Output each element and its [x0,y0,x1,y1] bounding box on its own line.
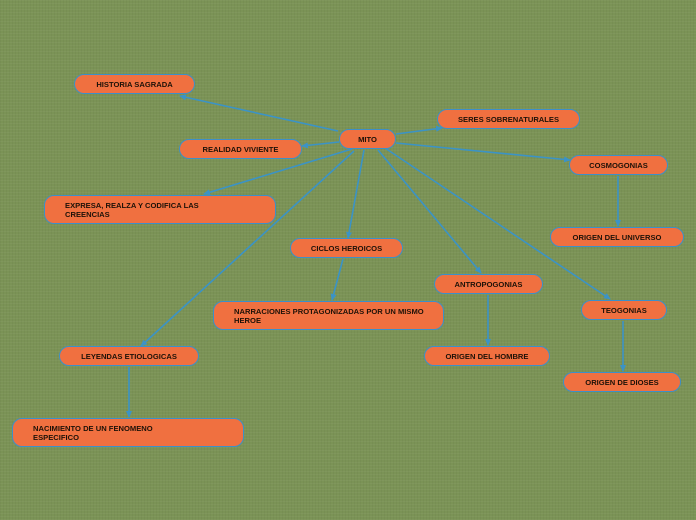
node-antropogonias[interactable]: ANTROPOGONIAS [434,274,543,294]
node-origen-del-universo-label: ORIGEN DEL UNIVERSO [572,232,662,242]
node-seres-sobrenaturales[interactable]: SERES SOBRENATURALES [437,109,580,129]
node-mito-label: MITO [358,134,377,144]
node-leyendas-etiologicas[interactable]: LEYENDAS ETIOLOGICAS [59,346,199,366]
node-historia-sagrada[interactable]: HISTORIA SAGRADA [74,74,195,94]
node-expresa-creencias[interactable]: EXPRESA, REALZA Y CODIFICA LAS CREENCIAS [44,195,276,224]
node-realidad-viviente-label: REALIDAD VIVIENTE [202,144,279,154]
node-narraciones-heroe-label: NARRACIONES PROTAGONIZADAS POR UN MISMO … [234,306,424,325]
node-cosmogonias[interactable]: COSMOGONIAS [569,155,668,175]
node-historia-sagrada-label: HISTORIA SAGRADA [96,79,173,89]
node-seres-sobrenaturales-label: SERES SOBRENATURALES [457,114,560,124]
edge-mito-realidad [301,141,340,149]
edge-mito-expresa [203,148,353,196]
node-teogonias-label: TEOGONIAS [601,305,647,315]
edge-mito-antropogonias [377,149,482,274]
edge-mito-ciclos [346,149,365,239]
node-ciclos-heroicos-label: CICLOS HEROICOS [310,243,383,253]
node-mito[interactable]: MITO [339,129,396,149]
node-ciclos-heroicos[interactable]: CICLOS HEROICOS [290,238,403,258]
node-antropogonias-label: ANTROPOGONIAS [454,279,523,289]
edge-ciclos-narraciones [330,258,344,301]
edge-mito-leyendas [140,150,355,347]
node-origen-del-universo[interactable]: ORIGEN DEL UNIVERSO [550,227,684,247]
node-origen-de-dioses[interactable]: ORIGEN DE DIOSES [563,372,681,392]
node-nacimiento-fenomeno[interactable]: NACIMIENTO DE UN FENOMENO ESPECIFICO [12,418,244,447]
node-teogonias[interactable]: TEOGONIAS [581,300,667,320]
node-origen-de-dioses-label: ORIGEN DE DIOSES [585,377,659,387]
node-nacimiento-fenomeno-label: NACIMIENTO DE UN FENOMENO ESPECIFICO [33,423,153,442]
node-expresa-creencias-label: EXPRESA, REALZA Y CODIFICA LAS CREENCIAS [65,200,199,219]
node-narraciones-heroe[interactable]: NARRACIONES PROTAGONIZADAS POR UN MISMO … [213,301,444,330]
edge-mito-historia [179,94,339,132]
edge-mito-cosmogonias [395,142,571,163]
node-cosmogonias-label: COSMOGONIAS [589,160,648,170]
node-realidad-viviente[interactable]: REALIDAD VIVIENTE [179,139,302,159]
edge-mito-seres [395,125,443,135]
node-origen-del-hombre-label: ORIGEN DEL HOMBRE [445,351,529,361]
edge-mito-teogonias [384,147,611,300]
node-leyendas-etiologicas-label: LEYENDAS ETIOLOGICAS [81,351,177,361]
node-origen-del-hombre[interactable]: ORIGEN DEL HOMBRE [424,346,550,366]
